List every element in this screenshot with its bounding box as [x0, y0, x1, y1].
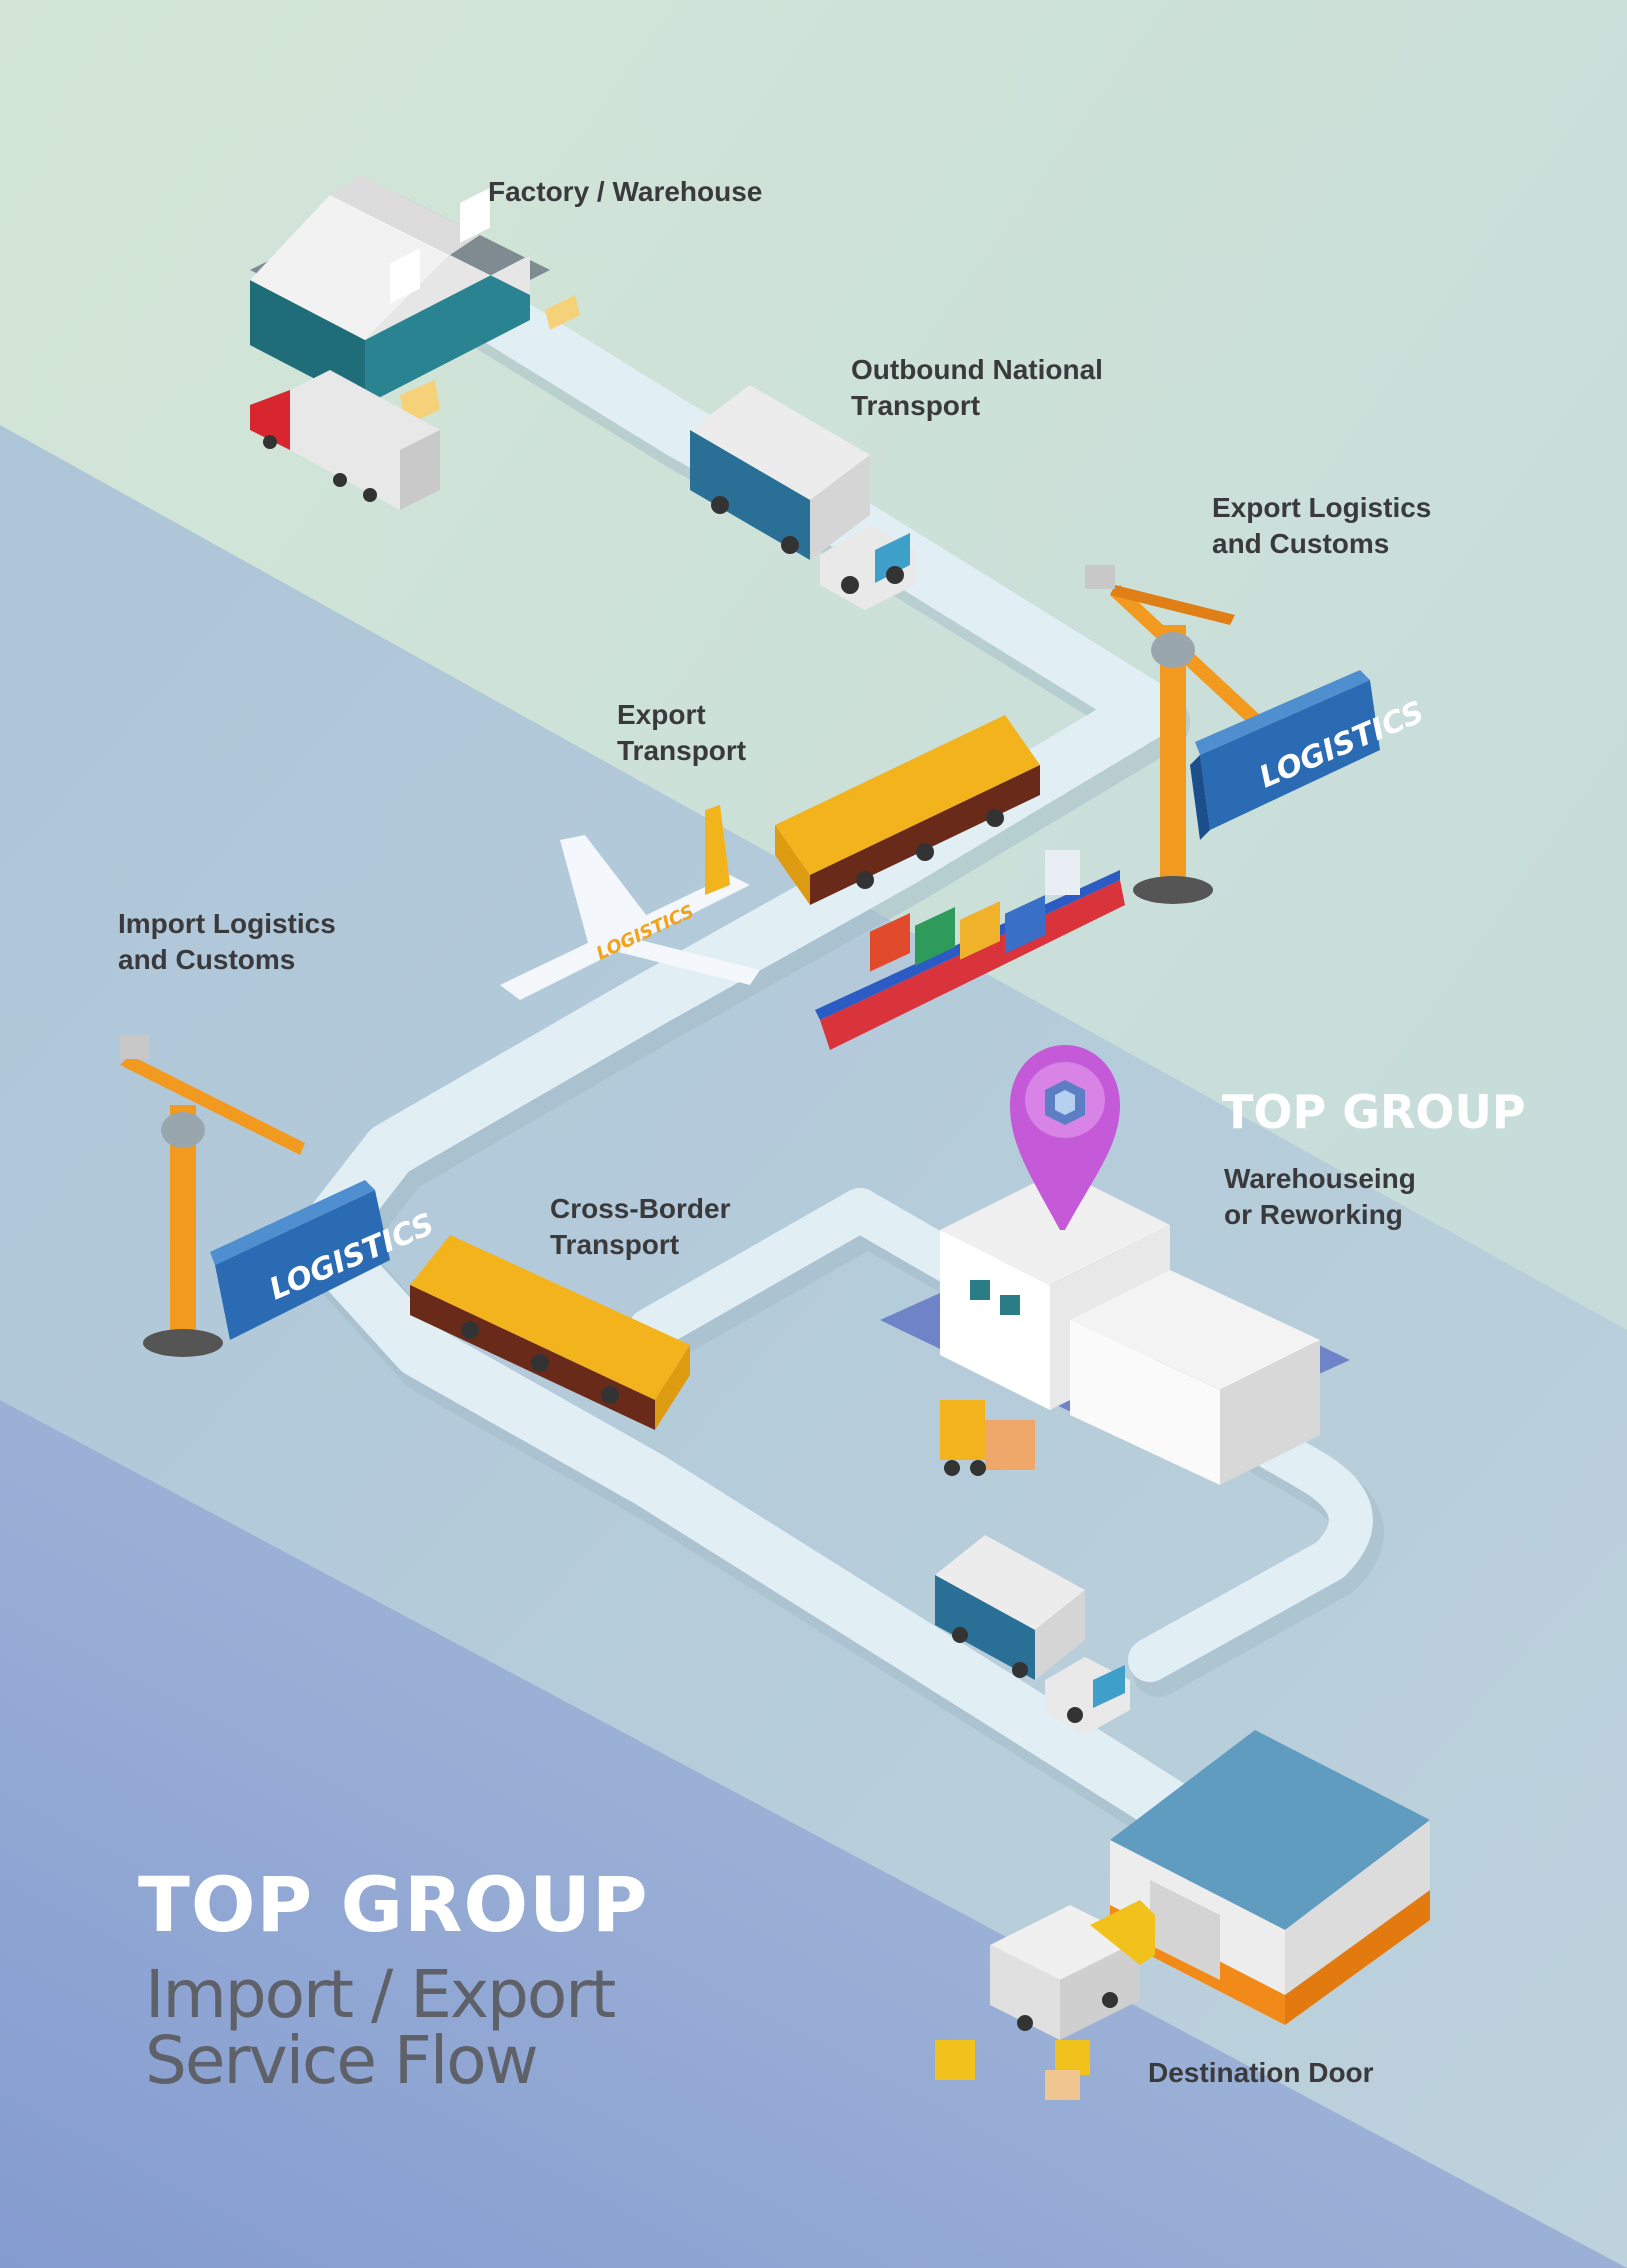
step-destination-label: Destination Door: [1148, 2055, 1374, 2091]
cargo-ship-icon: [815, 850, 1125, 1050]
step-cross-border-line-2: Transport: [550, 1229, 680, 1260]
step-cross-border-line-1: Cross-Border: [550, 1193, 731, 1224]
container-icon: LOGISTICS: [1190, 670, 1429, 840]
cross-border-train-icon: [410, 1235, 690, 1430]
step-factory-label: Factory / Warehouse: [488, 174, 762, 210]
step-warehousing-line-2: or Reworking: [1224, 1199, 1403, 1230]
page-subtitle: Import / Export Service Flow: [145, 1956, 616, 2099]
step-factory-text: Factory / Warehouse: [488, 176, 763, 207]
truck-2-icon: [935, 1535, 1130, 1735]
step-warehousing-label: Warehouseing or Reworking: [1224, 1161, 1416, 1233]
step-outbound-label: Outbound National Transport: [851, 352, 1103, 424]
step-import-customs-label: Import Logistics and Customs: [118, 906, 336, 978]
forklift-icon: [940, 1400, 1035, 1476]
subtitle-line-2: Service Flow: [145, 2022, 539, 2099]
factory-truck-icon: [250, 370, 440, 510]
destination-warehouse-icon: [1110, 1730, 1430, 2025]
step-export-customs-line-1: Export Logistics: [1212, 492, 1432, 523]
brand-name-small: TOP GROUP: [1222, 1085, 1526, 1139]
step-import-customs-line-2: and Customs: [118, 944, 296, 975]
subtitle-line-1: Import / Export: [145, 1956, 616, 2033]
factory-icon: [250, 175, 580, 425]
step-cross-border-label: Cross-Border Transport: [550, 1191, 730, 1263]
step-export-transport-line-2: Transport: [617, 735, 747, 766]
brand-name-large: TOP GROUP: [138, 1860, 649, 1949]
destination-forklift-icon: [935, 2040, 1090, 2100]
step-import-customs-line-1: Import Logistics: [118, 908, 336, 939]
location-pin-icon: [1010, 1045, 1120, 1230]
step-warehousing-line-1: Warehouseing: [1224, 1163, 1416, 1194]
step-export-transport-label: Export Transport: [617, 697, 746, 769]
destination-truck-icon: [990, 1900, 1155, 2040]
step-outbound-line-1: Outbound National: [851, 354, 1103, 385]
warehouse-icon: [880, 1170, 1350, 1485]
step-export-customs-label: Export Logistics and Customs: [1212, 490, 1431, 562]
background-bottom: [0, 1400, 1627, 2268]
step-export-customs-line-2: and Customs: [1212, 528, 1390, 559]
train-icon: [775, 715, 1040, 905]
crane-icon: [1085, 565, 1260, 904]
step-destination-text: Destination Door: [1148, 2057, 1374, 2088]
truck-icon: [690, 385, 915, 610]
step-export-transport-line-1: Export: [617, 699, 706, 730]
airplane-icon: LOGISTICS: [500, 805, 760, 1000]
import-crane-icon: [120, 1035, 305, 1357]
step-outbound-line-2: Transport: [851, 390, 981, 421]
